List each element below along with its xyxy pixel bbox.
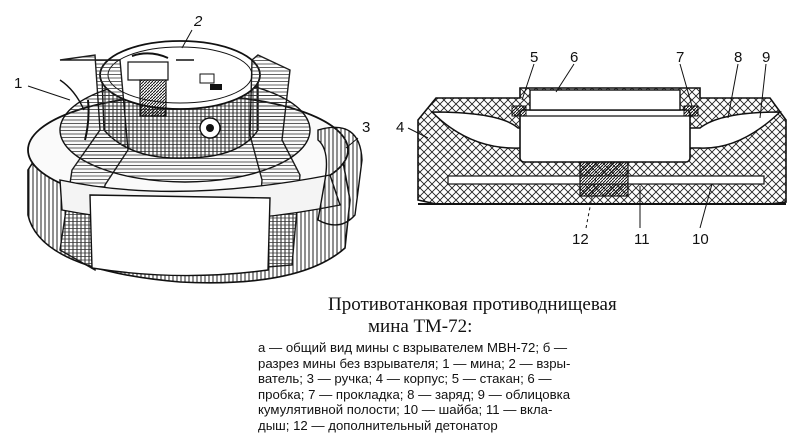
caption-line: кумулятивной полости; 10 — шайба; 11 — в… — [258, 402, 553, 418]
label-insert: 11 — [634, 231, 650, 248]
mine-cross-section — [407, 63, 787, 229]
fuze-detail — [127, 52, 222, 139]
label-washer: 10 — [692, 231, 709, 248]
mine-general-view — [27, 29, 363, 284]
label-cup: 5 — [530, 49, 539, 66]
label-gasket: 7 — [676, 49, 685, 66]
label-liner: 9 — [762, 49, 771, 66]
label-plug: 6 — [570, 49, 579, 66]
label-body: 4 — [396, 119, 405, 136]
figure-title: Противотанковая противоднищевая мина ТМ-… — [328, 294, 658, 338]
caption-line: дыш; 12 — дополнительный детонатор — [258, 417, 498, 433]
label-detonator: 12 — [572, 231, 589, 248]
label-handle: 3 — [362, 119, 371, 136]
figure-caption: а — общий вид мины с взрывателем МВН-72;… — [258, 340, 662, 434]
label-charge: 8 — [734, 49, 743, 66]
figure-title-line1: Противотанковая противоднищевая — [328, 294, 617, 315]
caption-line: разрез мины без взрывателя; 1 — мина; 2 … — [258, 355, 571, 371]
caption-line: пробка; 7 — прокладка; 8 — заряд; 9 — об… — [258, 386, 571, 402]
label-fuze: 2 — [194, 13, 203, 30]
caption-line: ватель; 3 — ручка; 4 — корпус; 5 — стака… — [258, 371, 552, 387]
label-mine: 1 — [14, 75, 23, 92]
figure-title-line2: мина ТМ-72: — [368, 316, 473, 337]
caption-line: а — общий вид мины с взрывателем МВН-72;… — [258, 340, 568, 355]
